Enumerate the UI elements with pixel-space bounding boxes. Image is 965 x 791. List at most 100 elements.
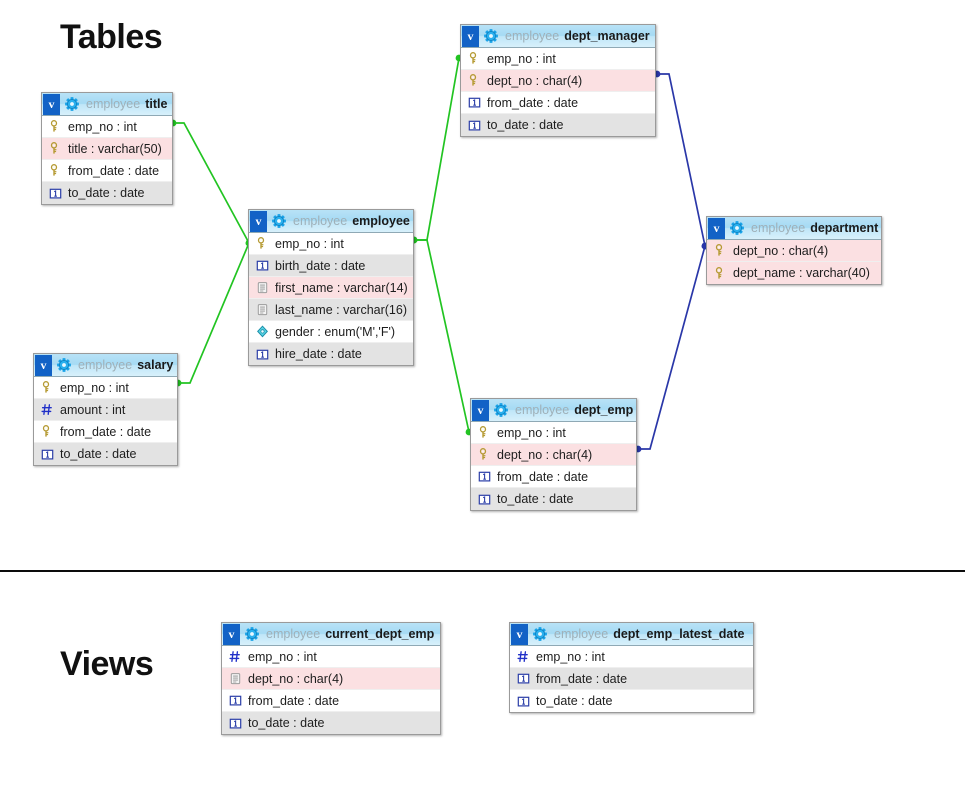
column-row[interactable]: from_date : date: [461, 92, 655, 114]
column-row[interactable]: dept_no : char(4): [707, 240, 881, 262]
column-row[interactable]: emp_no : int: [510, 646, 753, 668]
relation-line-employee-dept_manager: [414, 57, 460, 241]
column-row[interactable]: to_date : date: [42, 182, 172, 204]
entity-schema-name: employee: [505, 29, 560, 43]
column-row[interactable]: from_date : date: [222, 690, 440, 712]
entity-schema-name: employee: [515, 403, 570, 417]
date-icon: [256, 260, 269, 271]
key-icon: [479, 448, 487, 460]
view-badge-icon: v: [43, 93, 60, 115]
column-label: to_date : date: [497, 492, 574, 506]
column-row[interactable]: title : varchar(50): [42, 138, 172, 160]
column-row[interactable]: birth_date : date: [249, 255, 413, 277]
gear-icon: [730, 221, 744, 235]
section-divider: [0, 570, 965, 572]
column-row[interactable]: emp_no : int: [222, 646, 440, 668]
entity-table-name: dept_emp: [574, 403, 634, 417]
relation-line-employee-dept_emp: [414, 239, 470, 433]
column-row[interactable]: dept_name : varchar(40): [707, 262, 881, 284]
column-row[interactable]: to_date : date: [461, 114, 655, 136]
column-label: last_name : varchar(16): [275, 302, 408, 317]
entity-schema-name: employee: [293, 214, 348, 228]
column-label: to_date : date: [487, 118, 564, 132]
column-row[interactable]: dept_no : char(4): [222, 668, 440, 690]
column-row[interactable]: to_date : date: [34, 443, 177, 465]
column-row[interactable]: last_name : varchar(16): [249, 299, 413, 321]
column-label: title : varchar(50): [68, 141, 162, 156]
column-label: from_date : date: [60, 424, 152, 439]
gear-icon: [57, 358, 71, 372]
column-label: emp_no : int: [536, 649, 605, 664]
column-label: to_date : date: [248, 716, 325, 730]
entity-header-title[interactable]: v employee title: [42, 93, 172, 116]
column-label: birth_date : date: [275, 258, 366, 273]
key-icon: [50, 164, 58, 176]
date-icon: [229, 695, 242, 706]
enum-icon: [257, 325, 268, 338]
column-row[interactable]: amount : int: [34, 399, 177, 421]
view-badge-icon: v: [223, 623, 240, 645]
column-row[interactable]: dept_no : char(4): [471, 444, 636, 466]
column-label: emp_no : int: [497, 425, 566, 440]
column-label: from_date : date: [536, 671, 628, 686]
column-row[interactable]: from_date : date: [34, 421, 177, 443]
column-row[interactable]: to_date : date: [471, 488, 636, 510]
column-label: emp_no : int: [60, 380, 129, 395]
text-icon: [257, 282, 268, 294]
hash-icon: [229, 651, 240, 662]
entity-schema-name: employee: [751, 221, 806, 235]
gear-icon: [272, 214, 286, 228]
view-badge-icon: v: [462, 25, 479, 47]
entity-table-name: title: [145, 97, 168, 111]
entity-table-name: department: [810, 221, 879, 235]
view-badge-icon: v: [250, 210, 267, 232]
column-row[interactable]: emp_no : int: [34, 377, 177, 399]
column-row[interactable]: from_date : date: [42, 160, 172, 182]
relation-line-salary-employee: [178, 242, 250, 384]
entity-schema-name: employee: [86, 97, 141, 111]
date-icon: [468, 120, 481, 131]
column-row[interactable]: emp_no : int: [471, 422, 636, 444]
column-row[interactable]: from_date : date: [510, 668, 753, 690]
key-icon: [42, 381, 50, 393]
gear-icon: [484, 29, 498, 43]
column-label: from_date : date: [68, 163, 160, 178]
column-label: first_name : varchar(14): [275, 280, 408, 295]
column-label: from_date : date: [497, 469, 589, 484]
column-row[interactable]: first_name : varchar(14): [249, 277, 413, 299]
column-row[interactable]: gender : enum('M','F'): [249, 321, 413, 343]
column-row[interactable]: to_date : date: [222, 712, 440, 734]
column-row[interactable]: emp_no : int: [461, 48, 655, 70]
text-icon: [257, 304, 268, 316]
hash-icon: [41, 404, 52, 415]
column-row[interactable]: hire_date : date: [249, 343, 413, 365]
entity-schema-name: employee: [266, 627, 321, 641]
column-label: dept_no : char(4): [497, 447, 593, 462]
column-label: to_date : date: [60, 447, 137, 461]
entity-title[interactable]: v employee title emp_no : int title : varcha…: [41, 92, 173, 205]
date-icon: [478, 471, 491, 482]
date-icon: [478, 494, 491, 505]
column-row[interactable]: to_date : date: [510, 690, 753, 712]
column-label: dept_no : char(4): [733, 243, 829, 258]
column-row[interactable]: emp_no : int: [249, 233, 413, 255]
column-row[interactable]: emp_no : int: [42, 116, 172, 138]
column-row[interactable]: dept_no : char(4): [461, 70, 655, 92]
date-icon: [41, 449, 54, 460]
column-row[interactable]: from_date : date: [471, 466, 636, 488]
